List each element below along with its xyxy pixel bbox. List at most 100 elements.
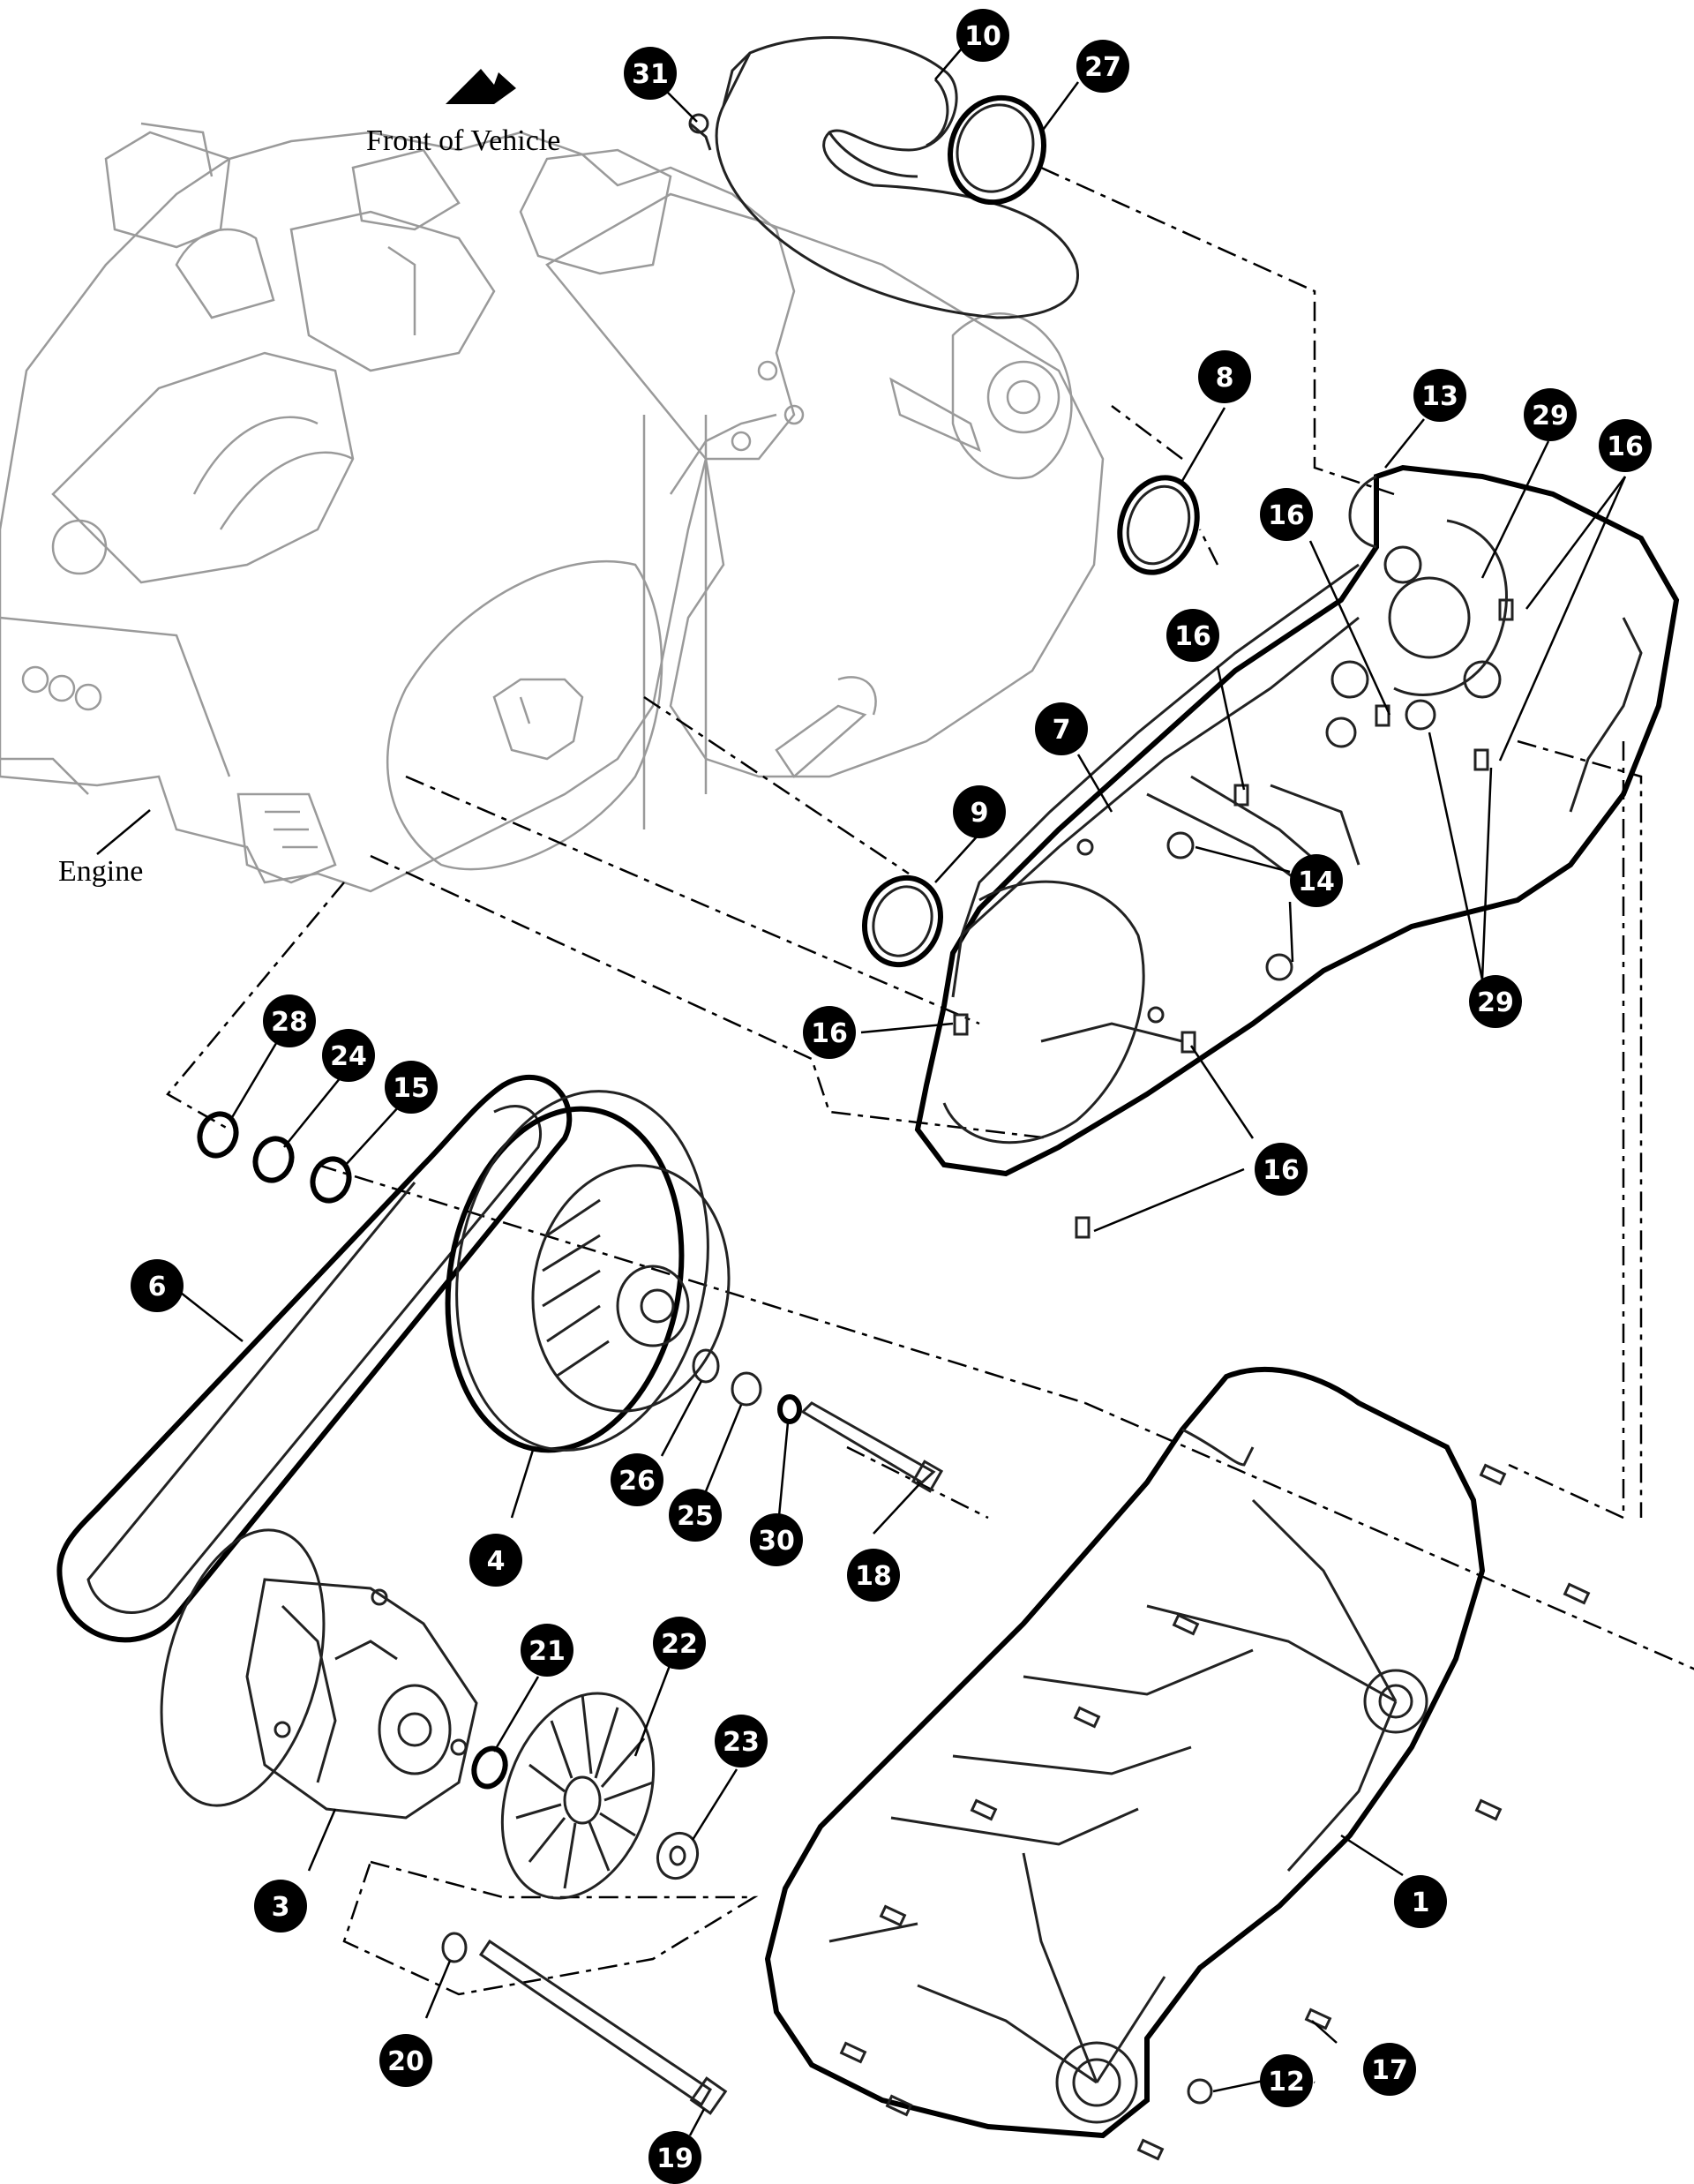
clamp-part-27 bbox=[948, 94, 1046, 206]
front-arrow-icon bbox=[446, 69, 516, 104]
svg-text:23: 23 bbox=[723, 1727, 760, 1758]
svg-text:4: 4 bbox=[487, 1546, 506, 1577]
outer-cover-part-1 bbox=[764, 1367, 1486, 2139]
svg-text:17: 17 bbox=[1371, 2055, 1408, 2086]
callout-27: 27 bbox=[1076, 40, 1129, 93]
callout-16: 16 bbox=[803, 1006, 856, 1059]
callout-7: 7 bbox=[1035, 702, 1088, 755]
svg-text:1: 1 bbox=[1412, 1888, 1430, 1918]
callout-24: 24 bbox=[322, 1029, 375, 1082]
intake-duct-part-10 bbox=[715, 36, 1079, 319]
callout-19: 19 bbox=[648, 2131, 701, 2184]
front-of-vehicle-marker: Front of Vehicle bbox=[366, 69, 560, 157]
svg-text:3: 3 bbox=[272, 1892, 290, 1923]
callout-26: 26 bbox=[611, 1453, 663, 1506]
drive-clutch-part-3 bbox=[160, 1528, 478, 1820]
bolts-part-17 bbox=[839, 1463, 1591, 2161]
seal-part-9 bbox=[861, 874, 944, 968]
svg-text:28: 28 bbox=[271, 1007, 308, 1038]
callout-6: 6 bbox=[131, 1259, 184, 1312]
svg-text:15: 15 bbox=[393, 1073, 430, 1104]
grommets-part-14 bbox=[1166, 831, 1293, 981]
svg-text:16: 16 bbox=[1607, 432, 1644, 462]
callout-29: 29 bbox=[1469, 975, 1522, 1028]
washer-part-28 bbox=[197, 1111, 239, 1159]
svg-text:24: 24 bbox=[330, 1041, 367, 1072]
svg-text:10: 10 bbox=[964, 21, 1001, 52]
callout-30: 30 bbox=[750, 1513, 803, 1566]
washer-part-23 bbox=[656, 1831, 700, 1880]
callout-14: 14 bbox=[1290, 854, 1343, 907]
grommet-part-12 bbox=[1187, 2078, 1213, 2105]
assembly-guide-lines bbox=[166, 166, 1694, 2084]
callout-16: 16 bbox=[1166, 609, 1219, 662]
front-of-vehicle-label: Front of Vehicle bbox=[366, 124, 560, 157]
callout-23: 23 bbox=[715, 1715, 768, 1767]
callout-17: 17 bbox=[1363, 2043, 1416, 2096]
svg-text:27: 27 bbox=[1084, 52, 1121, 83]
svg-text:20: 20 bbox=[387, 2046, 424, 2077]
bolt-part-31 bbox=[688, 113, 712, 151]
svg-text:26: 26 bbox=[618, 1466, 656, 1497]
engine-caption: Engine bbox=[58, 809, 151, 888]
gasket-part-7 bbox=[960, 616, 1360, 937]
callout-22: 22 bbox=[653, 1617, 706, 1670]
svg-text:16: 16 bbox=[1174, 621, 1211, 652]
callout-20: 20 bbox=[379, 2034, 432, 2087]
washer-part-15 bbox=[310, 1156, 352, 1204]
svg-text:8: 8 bbox=[1216, 363, 1234, 394]
svg-text:13: 13 bbox=[1421, 381, 1458, 412]
svg-text:18: 18 bbox=[855, 1561, 892, 1592]
callout-12: 12 bbox=[1260, 2054, 1313, 2107]
callout-8: 8 bbox=[1198, 350, 1251, 403]
svg-text:12: 12 bbox=[1268, 2067, 1305, 2098]
washer-part-20 bbox=[441, 1932, 468, 1963]
callout-4: 4 bbox=[469, 1534, 522, 1587]
washer-part-21 bbox=[471, 1745, 508, 1790]
callout-3: 3 bbox=[254, 1880, 307, 1933]
bolt-part-19 bbox=[478, 1939, 728, 2115]
leader-lines bbox=[180, 48, 1627, 2136]
callout-16: 16 bbox=[1599, 419, 1652, 472]
bolt-part-18 bbox=[800, 1401, 944, 1493]
driven-clutch-part-4 bbox=[445, 1090, 731, 1453]
callout-18: 18 bbox=[847, 1549, 900, 1602]
callout-16: 16 bbox=[1255, 1143, 1308, 1196]
callout-1: 1 bbox=[1394, 1875, 1447, 1928]
callout-9: 9 bbox=[953, 785, 1006, 838]
callout-10: 10 bbox=[956, 9, 1009, 62]
svg-text:16: 16 bbox=[1263, 1155, 1300, 1186]
callout-28: 28 bbox=[263, 994, 316, 1047]
inner-cover-part-13 bbox=[914, 464, 1680, 1177]
svg-text:29: 29 bbox=[1532, 401, 1569, 432]
svg-text:21: 21 bbox=[528, 1636, 566, 1667]
svg-text:6: 6 bbox=[148, 1272, 167, 1302]
svg-text:31: 31 bbox=[632, 59, 669, 90]
callout-29: 29 bbox=[1524, 388, 1577, 441]
svg-text:16: 16 bbox=[1268, 500, 1305, 531]
svg-text:25: 25 bbox=[677, 1501, 714, 1532]
bolts-part-16 bbox=[953, 598, 1514, 1239]
washer-part-24 bbox=[252, 1136, 295, 1183]
engine-assembly bbox=[0, 122, 1105, 893]
drive-belt-part-6 bbox=[56, 1074, 573, 1643]
callout-15: 15 bbox=[385, 1061, 438, 1114]
svg-text:9: 9 bbox=[971, 798, 989, 829]
svg-text:14: 14 bbox=[1298, 867, 1335, 897]
fan-part-22 bbox=[500, 1692, 656, 1900]
callout-16: 16 bbox=[1260, 488, 1313, 541]
callout-13: 13 bbox=[1413, 369, 1466, 422]
svg-text:22: 22 bbox=[661, 1629, 698, 1660]
callout-31: 31 bbox=[624, 47, 677, 100]
svg-text:7: 7 bbox=[1053, 715, 1071, 746]
engine-label: Engine bbox=[58, 855, 143, 888]
svg-text:19: 19 bbox=[656, 2143, 693, 2174]
washers-part-26-25-30 bbox=[692, 1348, 802, 1424]
svg-text:29: 29 bbox=[1477, 987, 1514, 1018]
svg-text:30: 30 bbox=[758, 1526, 795, 1557]
callout-25: 25 bbox=[669, 1489, 722, 1542]
svg-text:16: 16 bbox=[811, 1018, 848, 1049]
seal-part-8 bbox=[1117, 475, 1200, 575]
callout-21: 21 bbox=[521, 1624, 573, 1677]
